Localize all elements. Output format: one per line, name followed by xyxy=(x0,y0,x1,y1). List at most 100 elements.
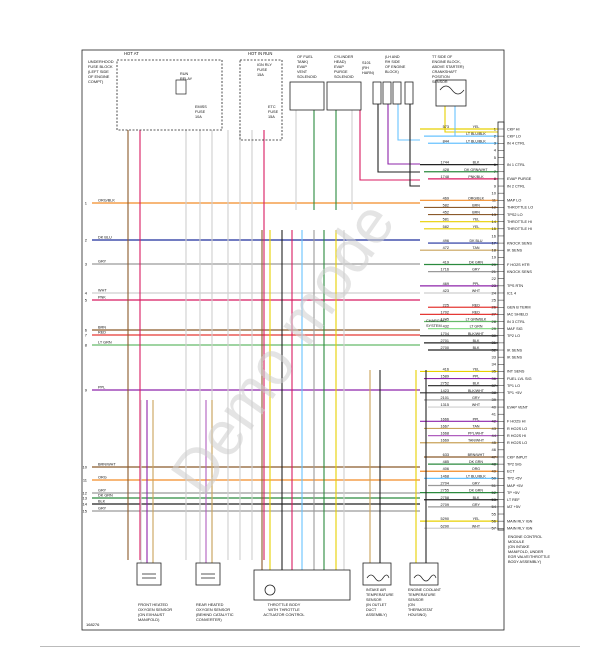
pin-number: 56 xyxy=(492,518,497,523)
wire-color: GRY xyxy=(472,482,480,486)
pcm-label: EGR VALVE/THROTTLE xyxy=(508,555,551,559)
pin-name: LT REF xyxy=(507,498,520,502)
pin-name: IAC SHIELD xyxy=(507,313,528,317)
wire-color: DK GRN xyxy=(469,489,483,493)
wire-circuit: 582 xyxy=(443,225,449,229)
run-relay-icon xyxy=(175,79,187,95)
left-pin-number: 4 xyxy=(85,291,88,296)
evap-purge-label: SOLENOID xyxy=(334,75,354,79)
wire-color: PPL xyxy=(473,417,480,421)
wire-color: BRN xyxy=(472,203,480,207)
etc-fuse-label: ETC xyxy=(268,105,276,109)
pin-name: IAT +5V xyxy=(507,505,521,509)
wire-circuit: 1589 xyxy=(441,375,449,379)
left-wire-color: GRY xyxy=(98,489,107,493)
pin-number: 43 xyxy=(492,426,497,431)
wire-color: PNK/BLK xyxy=(468,175,484,179)
pin-number: 40 xyxy=(492,404,497,409)
wire-circuit: 1666 xyxy=(441,417,449,421)
pin-number: 1 xyxy=(494,126,497,131)
wire-circuit: 472 xyxy=(443,246,449,250)
run-relay-label: RUN xyxy=(180,72,188,76)
ect-label: SENSOR xyxy=(408,598,424,602)
pin-name: TP2 LO xyxy=(507,334,520,338)
engine-block-connector-b xyxy=(382,81,392,105)
ckp-sensor xyxy=(435,79,467,107)
wire-circuit: 1668 xyxy=(441,432,449,436)
left-pin-number: 1 xyxy=(85,201,88,206)
pin-name: CKP HI xyxy=(507,127,520,131)
ckp-lo-wire xyxy=(454,106,498,137)
wire-circuit: 1315 xyxy=(441,403,449,407)
left-pin-number: 8 xyxy=(85,343,88,348)
s101-label: (RH xyxy=(362,66,369,70)
throttle-body-label: WITH THROTTLE xyxy=(268,607,300,612)
pin-number: 31 xyxy=(492,340,497,345)
pin-number: 44 xyxy=(492,433,497,438)
pin-name: MAIN RLY IGN xyxy=(507,519,533,523)
left-wire-color: PNK xyxy=(98,296,106,300)
iat-thermistor-icon xyxy=(366,574,390,582)
wire-color: PPL xyxy=(473,375,480,379)
ect-thermistor-icon xyxy=(413,574,437,582)
pin-name: EVAP PURGE xyxy=(507,177,532,181)
wire-circuit: 423 xyxy=(443,289,449,293)
left-wire-color: DK BLU xyxy=(98,236,112,240)
iat-label: DUCT xyxy=(366,608,377,612)
wire-color: ORG xyxy=(472,467,480,471)
wire-color: LT GRN/BLK xyxy=(466,318,487,322)
pin-number: 11 xyxy=(492,198,497,203)
pin-name: GEN B TERM xyxy=(507,306,531,310)
pin-number: 13 xyxy=(492,212,497,217)
pin-number: 7 xyxy=(494,169,497,174)
pin-name: TP1 LO xyxy=(507,384,520,388)
pin-name: IN 1 CTRL xyxy=(507,163,525,167)
pin-name: CKP LO xyxy=(507,134,521,138)
pin-number: 36 xyxy=(492,376,497,381)
wire-circuit: 5290 xyxy=(441,517,449,521)
wire-color: WHT xyxy=(472,403,481,407)
wire-color: BRN xyxy=(472,211,480,215)
pin-number: 12 xyxy=(492,205,497,210)
pin-number: 27 xyxy=(492,312,497,317)
pin-number: 51 xyxy=(492,483,497,488)
wire-color: YEL xyxy=(473,125,480,129)
wire-circuit: 2752 xyxy=(441,382,449,386)
wire-color: LT BLU/BLK xyxy=(466,474,486,478)
wire-color: RED xyxy=(472,310,480,314)
ckp-hi-wire xyxy=(444,106,498,133)
pin-name: TP1 +5V xyxy=(507,391,522,395)
pin-number: 50 xyxy=(492,476,497,481)
wire-circuit: 1702 xyxy=(441,310,449,314)
wire-circuit: 419 xyxy=(443,260,449,264)
frames-layer xyxy=(81,49,505,631)
ect-label: (ON xyxy=(408,603,415,607)
ckp-sensor-label: ENGINE BLOCK, xyxy=(432,60,461,64)
ect-label: TEMPERATURE xyxy=(408,593,436,597)
charging-system-label: CHARGING xyxy=(426,319,447,323)
wire-circuit: 485 xyxy=(443,460,449,464)
front-o2-label: OXYGEN SENSOR xyxy=(138,607,172,612)
pin-number: 39 xyxy=(492,397,497,402)
left-wire-color: BLK xyxy=(98,500,106,504)
pin-number: 30 xyxy=(492,333,497,338)
in1-wire xyxy=(377,104,420,173)
front-o2-heater-icon xyxy=(142,573,156,579)
pin-number: 32 xyxy=(492,347,497,352)
wire-color: YEL xyxy=(473,218,480,222)
pin-number: 53 xyxy=(492,497,497,502)
wire-circuit: 2755 xyxy=(441,489,449,493)
left-pin-number: 10 xyxy=(83,465,88,470)
wire-color: TAN/WHT xyxy=(468,439,485,443)
engine-block-connector-a xyxy=(372,81,382,105)
ckp-sensor-label: POSITION xyxy=(432,75,450,79)
pin-name: THROTTLE HI xyxy=(507,227,532,231)
pin-number: 4 xyxy=(494,148,497,153)
ckp-sensor-label: ABOVE STARTER) xyxy=(432,65,464,69)
rear-o2-label: OXYGEN SENSOR xyxy=(196,607,230,612)
wire-circuit: 1744 xyxy=(441,161,449,165)
evap-purge-label: PURGE xyxy=(334,70,348,74)
emiss-fuse-label: EMISS xyxy=(195,105,207,109)
wire-color: RED xyxy=(472,303,480,307)
